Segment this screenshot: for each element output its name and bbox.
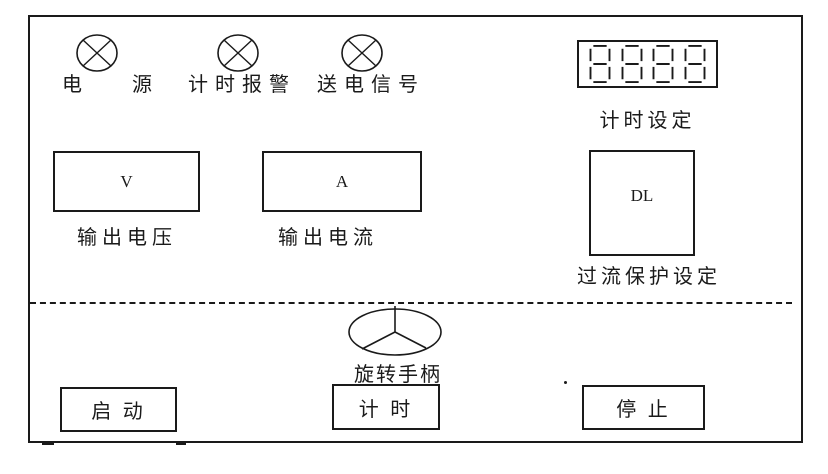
voltage-meter-label: 输出电压 xyxy=(77,227,177,249)
timing-alarm-lamp-label: 计时报警 xyxy=(188,74,296,96)
segment-digit-icon xyxy=(684,45,706,83)
timer-display xyxy=(577,40,718,88)
speck-tick xyxy=(42,442,54,445)
overcurrent-protection-setter[interactable]: DL xyxy=(589,150,695,256)
timing-alarm-lamp-icon xyxy=(217,34,259,72)
stop-button[interactable]: 停 止 xyxy=(582,385,705,430)
current-meter: A xyxy=(262,151,422,212)
timer-display-label: 计时设定 xyxy=(599,110,696,132)
overcurrent-protection-label: 过流保护设定 xyxy=(577,266,721,288)
speck-tick xyxy=(176,442,186,445)
segment-digit-icon xyxy=(621,45,643,83)
segment-digit-icon xyxy=(589,45,611,83)
current-meter-label: 输出电流 xyxy=(278,227,378,249)
segment-digit-icon xyxy=(652,45,674,83)
panel-divider xyxy=(30,302,792,304)
rotary-handle-label: 旋转手柄 xyxy=(354,364,442,386)
timing-button[interactable]: 计 时 xyxy=(332,384,440,430)
start-button[interactable]: 启 动 xyxy=(60,387,177,432)
overcurrent-protection-symbol: DL xyxy=(630,186,654,205)
rotary-handle-icon[interactable] xyxy=(347,304,443,358)
speck-dot xyxy=(564,381,567,384)
power-lamp-label: 电 源 xyxy=(62,74,167,96)
voltage-meter: V xyxy=(53,151,200,212)
power-on-signal-lamp-icon xyxy=(341,34,383,72)
power-on-signal-lamp-label: 送电信号 xyxy=(317,74,425,96)
voltage-meter-symbol: V xyxy=(120,171,133,191)
power-lamp-icon xyxy=(76,34,118,72)
panel-frame xyxy=(28,15,803,443)
current-meter-symbol: A xyxy=(335,171,349,191)
